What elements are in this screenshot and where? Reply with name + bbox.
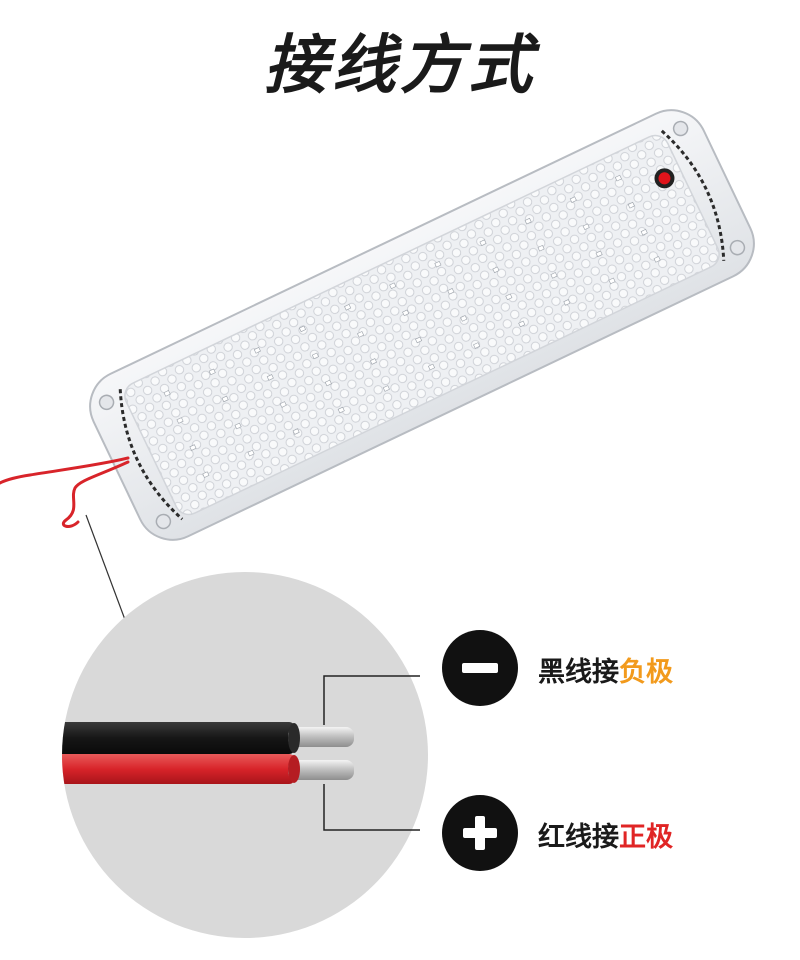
positive-caption-emphasis: 正极 — [619, 822, 673, 853]
zoom-circle — [62, 572, 428, 938]
lamp-lead-wire — [0, 456, 130, 528]
black-wire-conductor — [288, 727, 354, 747]
power-switch-icon — [654, 168, 675, 189]
negative-caption: 黑线接负极 — [538, 650, 673, 689]
led-panel-lamp — [89, 109, 755, 541]
positive-caption: 红线接正极 — [538, 815, 673, 854]
negative-leader-line — [323, 675, 420, 725]
plus-icon — [442, 795, 518, 871]
negative-caption-emphasis: 负极 — [619, 657, 673, 688]
red-wire — [62, 754, 295, 784]
black-wire — [62, 722, 295, 754]
positive-leader-line — [323, 784, 420, 831]
negative-caption-prefix: 黑线接 — [538, 657, 619, 688]
positive-caption-prefix: 红线接 — [538, 822, 619, 853]
minus-icon — [442, 630, 518, 706]
page-title: 接线方式 — [264, 29, 536, 103]
red-wire-conductor — [288, 760, 354, 780]
